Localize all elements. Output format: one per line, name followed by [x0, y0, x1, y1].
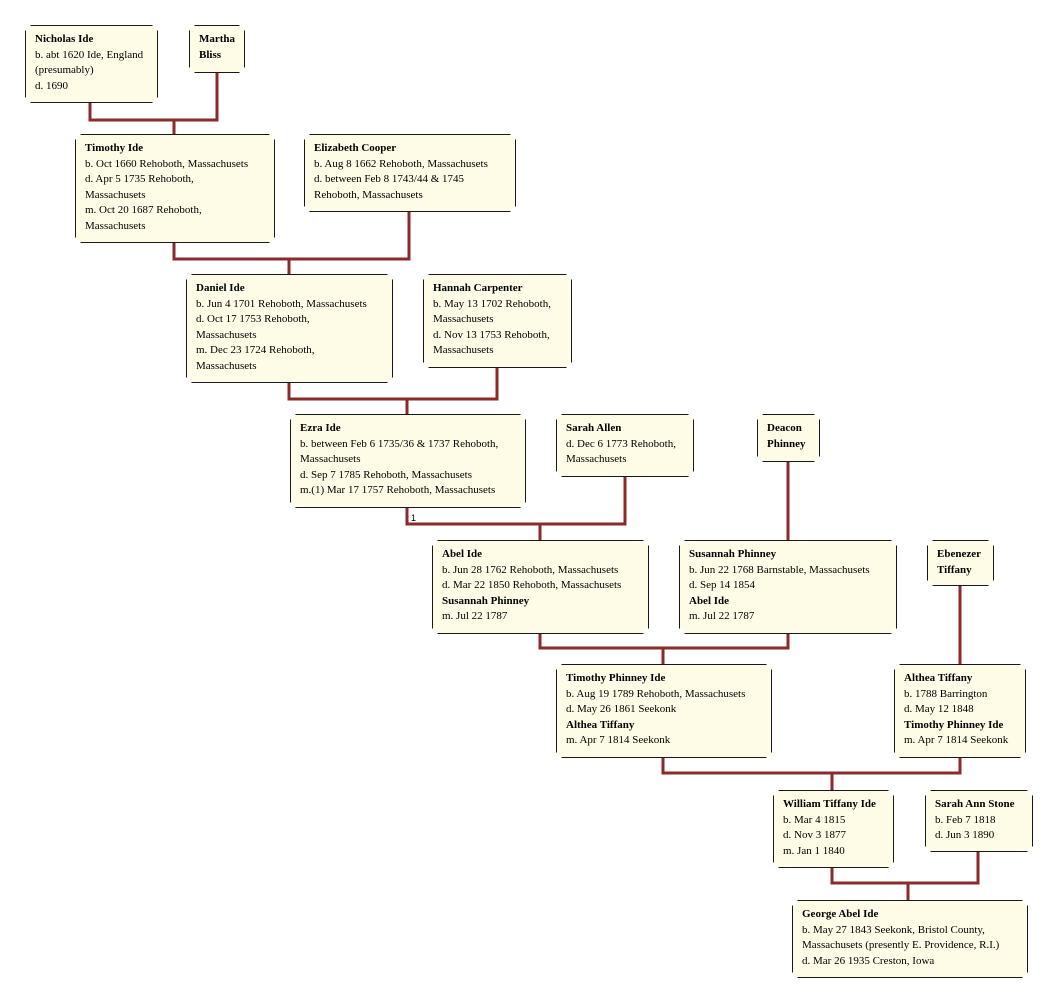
person-name: Martha: [199, 33, 236, 45]
marriage-marker: 1: [411, 513, 417, 523]
person-detail: Massachusets: [566, 453, 627, 465]
connector: [405, 476, 627, 526]
person-name-line2: Bliss: [199, 48, 222, 61]
connector: [661, 756, 962, 775]
person-detail: d. Dec 6 1773 Rehoboth,: [566, 437, 676, 450]
person-card-abel-ide[interactable]: Abel Ide b. Jun 28 1762 Rehoboth, Massac…: [432, 540, 649, 634]
person-detail: b. Jun 28 1762 Rehoboth, Massachusets: [442, 563, 619, 576]
person-detail: (presumably): [35, 64, 94, 76]
person-card-sarah-allen[interactable]: Sarah Allen d. Dec 6 1773 Rehoboth, Mass…: [556, 414, 694, 477]
person-card-ezra-ide[interactable]: Ezra Ide b. between Feb 6 1735/36 & 1737…: [290, 414, 526, 508]
person-name: Timothy Ide: [85, 142, 144, 154]
person-name-line2: Phinney: [767, 437, 806, 450]
person-detail: Massachusets: [85, 188, 146, 201]
person-detail: d. 1690: [35, 79, 68, 92]
person-detail: m. Dec 23 1724 Rehoboth,: [196, 344, 315, 356]
person-name: Nicholas Ide: [35, 33, 94, 45]
person-detail: b. Jun 22 1768 Barnstable, Massachusets: [689, 563, 870, 576]
person-detail: b. abt 1620 Ide, England: [35, 48, 144, 61]
person-detail: Massachusets: [196, 328, 257, 341]
spouse-name: Althea Tiffany: [566, 718, 635, 731]
person-card-timothy-ide[interactable]: Timothy Ide b. Oct 1660 Rehoboth, Massac…: [75, 134, 275, 243]
person-card-althea-tiffany[interactable]: Althea Tiffany b. 1788 Barrington d. May…: [894, 664, 1026, 758]
person-card-george-abel-ide[interactable]: George Abel Ide b. May 27 1843 Seekonk, …: [792, 900, 1028, 978]
person-card-ebenezer-tiffany[interactable]: Ebenezer Tiffany: [927, 540, 994, 586]
person-card-martha-bliss[interactable]: Martha Bliss: [189, 25, 245, 73]
person-card-sarah-ann-stone[interactable]: Sarah Ann Stone b. Feb 7 1818 d. Jun 3 1…: [925, 790, 1033, 852]
person-name: Ezra Ide: [300, 422, 341, 434]
person-detail: d. May 12 1848: [904, 703, 974, 715]
person-detail: Massachusets: [433, 313, 494, 325]
spouse-name: Abel Ide: [689, 594, 730, 607]
person-name: Deacon: [767, 422, 802, 434]
person-card-william-tiffany-ide[interactable]: William Tiffany Ide b. Mar 4 1815 d. Nov…: [773, 790, 894, 868]
person-detail: b. Jun 4 1701 Rehoboth, Massachusets: [196, 297, 367, 310]
person-card-nicholas-ide[interactable]: Nicholas Ide b. abt 1620 Ide, England (p…: [25, 25, 158, 103]
person-detail: d. Apr 5 1735 Rehoboth,: [85, 173, 194, 185]
person-name-line2: Tiffany: [937, 563, 972, 576]
person-detail: Massachusets: [433, 344, 494, 356]
person-detail: m. Jan 1 1840: [783, 844, 845, 857]
person-name: Sarah Allen: [566, 422, 622, 434]
person-detail: m. Oct 20 1687 Rehoboth,: [85, 204, 202, 216]
connector: [287, 368, 499, 401]
person-detail: b. Feb 7 1818: [935, 813, 996, 826]
person-detail: Rehoboth, Massachusets: [314, 188, 423, 201]
person-detail: b. May 13 1702 Rehoboth,: [433, 297, 551, 310]
person-detail: b. Oct 1660 Rehoboth, Massachusets: [85, 157, 249, 170]
connector: [830, 850, 980, 885]
person-detail: b. Aug 8 1662 Rehoboth, Massachusets: [314, 157, 488, 170]
person-card-susannah-phinney[interactable]: Susannah Phinney b. Jun 22 1768 Barnstab…: [679, 540, 897, 634]
person-detail: d. Nov 3 1877: [783, 829, 846, 841]
person-name: William Tiffany Ide: [783, 798, 876, 810]
person-name: Althea Tiffany: [904, 672, 973, 684]
person-name: Susannah Phinney: [689, 548, 777, 560]
marriage-date: m. Apr 7 1814 Seekonk: [904, 734, 1009, 746]
person-name: Abel Ide: [442, 548, 483, 560]
marriage-date: m. Jul 22 1787: [689, 610, 755, 622]
person-detail: b. between Feb 6 1735/36 & 1737 Rehoboth…: [300, 437, 499, 450]
spouse-name: Susannah Phinney: [442, 594, 530, 607]
person-detail: d. between Feb 8 1743/44 & 1745: [314, 173, 465, 185]
person-detail: d. Sep 14 1854: [689, 579, 755, 591]
person-name: Daniel Ide: [196, 282, 245, 294]
person-card-timothy-phinney-ide[interactable]: Timothy Phinney Ide b. Aug 19 1789 Rehob…: [556, 664, 772, 758]
person-name: Hannah Carpenter: [433, 282, 523, 294]
person-card-deacon-phinney[interactable]: Deacon Phinney: [757, 414, 820, 462]
marriage-date: m. Jul 22 1787: [442, 610, 508, 622]
person-detail: Massachusets (presently E. Providence, R…: [802, 939, 1000, 951]
person-detail: d. Jun 3 1890: [935, 829, 995, 841]
person-detail: m.(1) Mar 17 1757 Rehoboth, Massachusets: [300, 484, 496, 496]
person-name: George Abel Ide: [802, 908, 879, 920]
person-name: Ebenezer: [937, 548, 981, 560]
connector: [88, 70, 219, 122]
person-card-elizabeth-cooper[interactable]: Elizabeth Cooper b. Aug 8 1662 Rehoboth,…: [304, 134, 516, 212]
person-detail: b. Mar 4 1815: [783, 813, 846, 826]
person-name: Elizabeth Cooper: [314, 142, 397, 154]
person-detail: Massachusets: [85, 219, 146, 232]
person-detail: d. Sep 7 1785 Rehoboth, Massachusets: [300, 468, 473, 481]
person-card-hannah-carpenter[interactable]: Hannah Carpenter b. May 13 1702 Rehoboth…: [423, 274, 572, 368]
person-detail: Massachusets: [300, 453, 361, 465]
marriage-date: m. Apr 7 1814 Seekonk: [566, 734, 671, 746]
person-detail: b. 1788 Barrington: [904, 687, 988, 700]
person-detail: d. Mar 22 1850 Rehoboth, Massachusets: [442, 579, 622, 591]
person-detail: d. Oct 17 1753 Rehoboth,: [196, 313, 310, 325]
person-detail: d. May 26 1861 Seekonk: [566, 703, 677, 715]
person-detail: b. May 27 1843 Seekonk, Bristol County,: [802, 923, 985, 936]
person-detail: d. Nov 13 1753 Rehoboth,: [433, 328, 550, 341]
person-card-daniel-ide[interactable]: Daniel Ide b. Jun 4 1701 Rehoboth, Massa…: [186, 274, 393, 383]
person-detail: b. Aug 19 1789 Rehoboth, Massachusets: [566, 687, 746, 700]
person-name: Sarah Ann Stone: [935, 798, 1015, 810]
spouse-name: Timothy Phinney Ide: [904, 718, 1004, 731]
person-detail: d. Mar 26 1935 Creston, Iowa: [802, 954, 935, 967]
person-detail: Massachusets: [196, 359, 257, 372]
person-name: Timothy Phinney Ide: [566, 672, 666, 684]
connector: [172, 210, 411, 261]
